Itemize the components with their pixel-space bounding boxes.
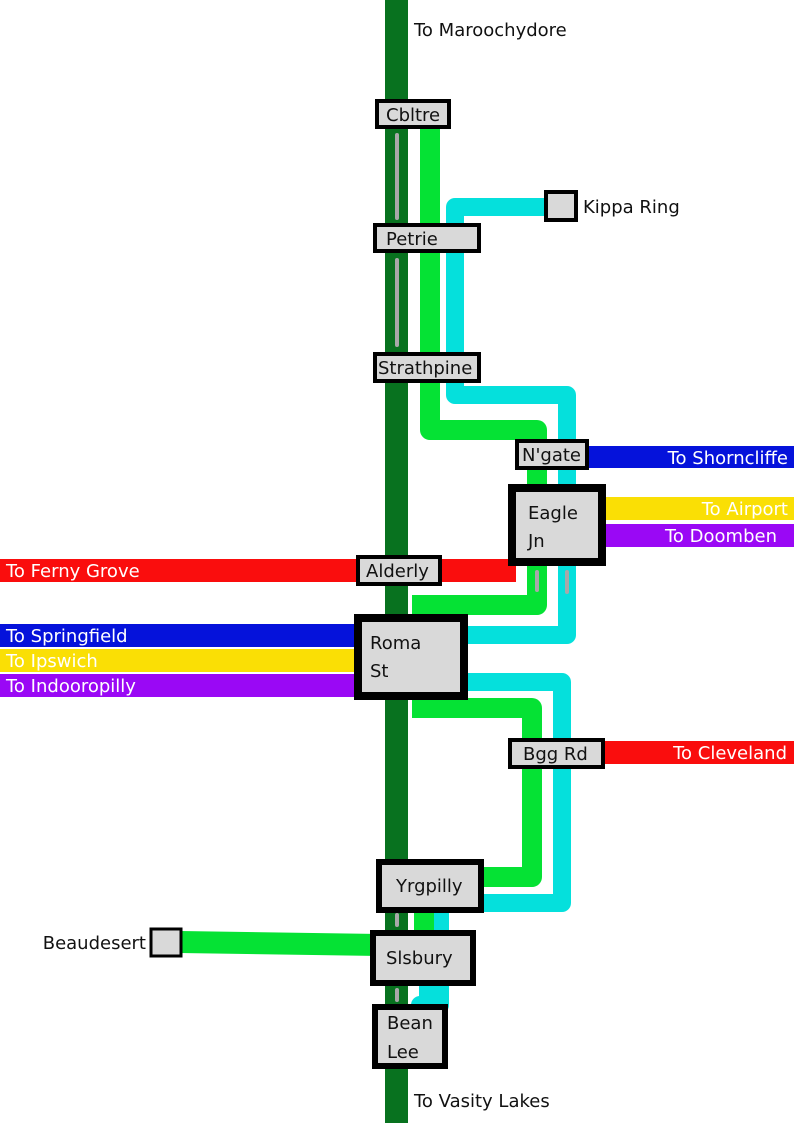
station-yrgpilly[interactable]: Yrgpilly — [376, 859, 484, 913]
station-beaudesert-box — [149, 927, 183, 958]
branch-bars — [0, 446, 794, 764]
station-slsbury-box — [370, 930, 476, 986]
indooroopilly-label: To Indooropilly — [5, 676, 136, 697]
shorncliffe-bar — [585, 446, 794, 468]
station-alderly-label: Alderly — [366, 561, 429, 582]
station-yrgpilly-label: Yrgpilly — [395, 876, 463, 897]
grey-tracks — [395, 133, 569, 1002]
station-ngate-label: N'gate — [522, 445, 581, 466]
kippa-ring-label: Kippa Ring — [583, 197, 680, 218]
shorncliffe-label: To Shorncliffe — [667, 448, 788, 469]
station-slsbury-label: Slsbury — [386, 948, 453, 969]
station-petrie[interactable]: Petrie — [373, 223, 481, 253]
labels: To Maroochydore To Vasity Lakes Kippa Ri… — [5, 20, 788, 1112]
doomben-label: To Doomben — [664, 526, 777, 547]
station-cbltre-label: Cbltre — [386, 105, 440, 126]
green-south-route — [412, 698, 542, 887]
ipswich-bar — [0, 649, 360, 672]
green-north-route — [412, 125, 547, 615]
station-kippa-ring-box — [544, 190, 578, 222]
station-bgg-rd[interactable]: Bgg Rd — [508, 738, 605, 769]
station-bgg-rd-label: Bgg Rd — [523, 744, 588, 765]
station-kippa-ring[interactable] — [544, 190, 578, 222]
station-roma-st-label-line2: St — [370, 661, 388, 682]
station-bean-lee-box — [372, 1004, 448, 1069]
station-eagle-jn-box — [508, 484, 606, 566]
station-strathpine-box — [373, 352, 481, 383]
station-petrie-box — [373, 223, 481, 253]
station-bgg-rd-box — [508, 738, 605, 769]
station-bean-lee-label-line2: Lee — [387, 1042, 419, 1063]
station-strathpine[interactable]: Strathpine — [373, 352, 481, 383]
station-roma-st[interactable]: Roma St — [354, 614, 468, 700]
station-strathpine-label: Strathpine — [378, 358, 472, 379]
north-terminus-label: To Maroochydore — [413, 20, 567, 41]
station-ngate-box — [515, 439, 589, 470]
station-alderly[interactable]: Alderly — [356, 555, 442, 586]
station-cbltre-box — [375, 99, 451, 129]
doomben-bar — [603, 524, 794, 547]
station-ngate[interactable]: N'gate — [515, 439, 589, 470]
cyan-kippa-ring-route — [446, 198, 576, 644]
airport-label: To Airport — [701, 499, 788, 520]
beaudesert-label: Beaudesert — [43, 933, 146, 954]
station-bean-lee-label-line1: Bean — [387, 1013, 433, 1034]
station-roma-st-box — [354, 614, 468, 700]
station-alderly-box — [356, 555, 442, 586]
ipswich-label: To Ipswich — [5, 651, 98, 672]
station-eagle-jn[interactable]: Eagle Jn — [508, 484, 606, 566]
stations: Cbltre Petrie Strathpine N'gate Eagle Jn… — [149, 99, 606, 1069]
station-cbltre[interactable]: Cbltre — [375, 99, 451, 129]
ferny-grove-label: To Ferny Grove — [5, 561, 140, 582]
station-yrgpilly-box — [376, 859, 484, 913]
station-eagle-jn-label-line1: Eagle — [528, 503, 578, 524]
cleveland-bar — [603, 741, 794, 764]
station-eagle-jn-label-line2: Jn — [527, 531, 545, 552]
green-line — [179, 125, 547, 956]
station-slsbury[interactable]: Slsbury — [370, 930, 476, 986]
station-beaudesert[interactable] — [149, 927, 183, 958]
south-terminus-label: To Vasity Lakes — [413, 1091, 550, 1112]
station-roma-st-label-line1: Roma — [370, 633, 421, 654]
springfield-label: To Springfield — [5, 626, 128, 647]
indooroopilly-bar — [0, 674, 360, 697]
station-petrie-label: Petrie — [386, 229, 438, 250]
springfield-bar — [0, 624, 360, 647]
cleveland-label: To Cleveland — [672, 743, 787, 764]
green-beaudesert-route — [179, 931, 381, 956]
airport-bar — [603, 497, 794, 520]
station-bean-lee[interactable]: Bean Lee — [372, 1004, 448, 1069]
